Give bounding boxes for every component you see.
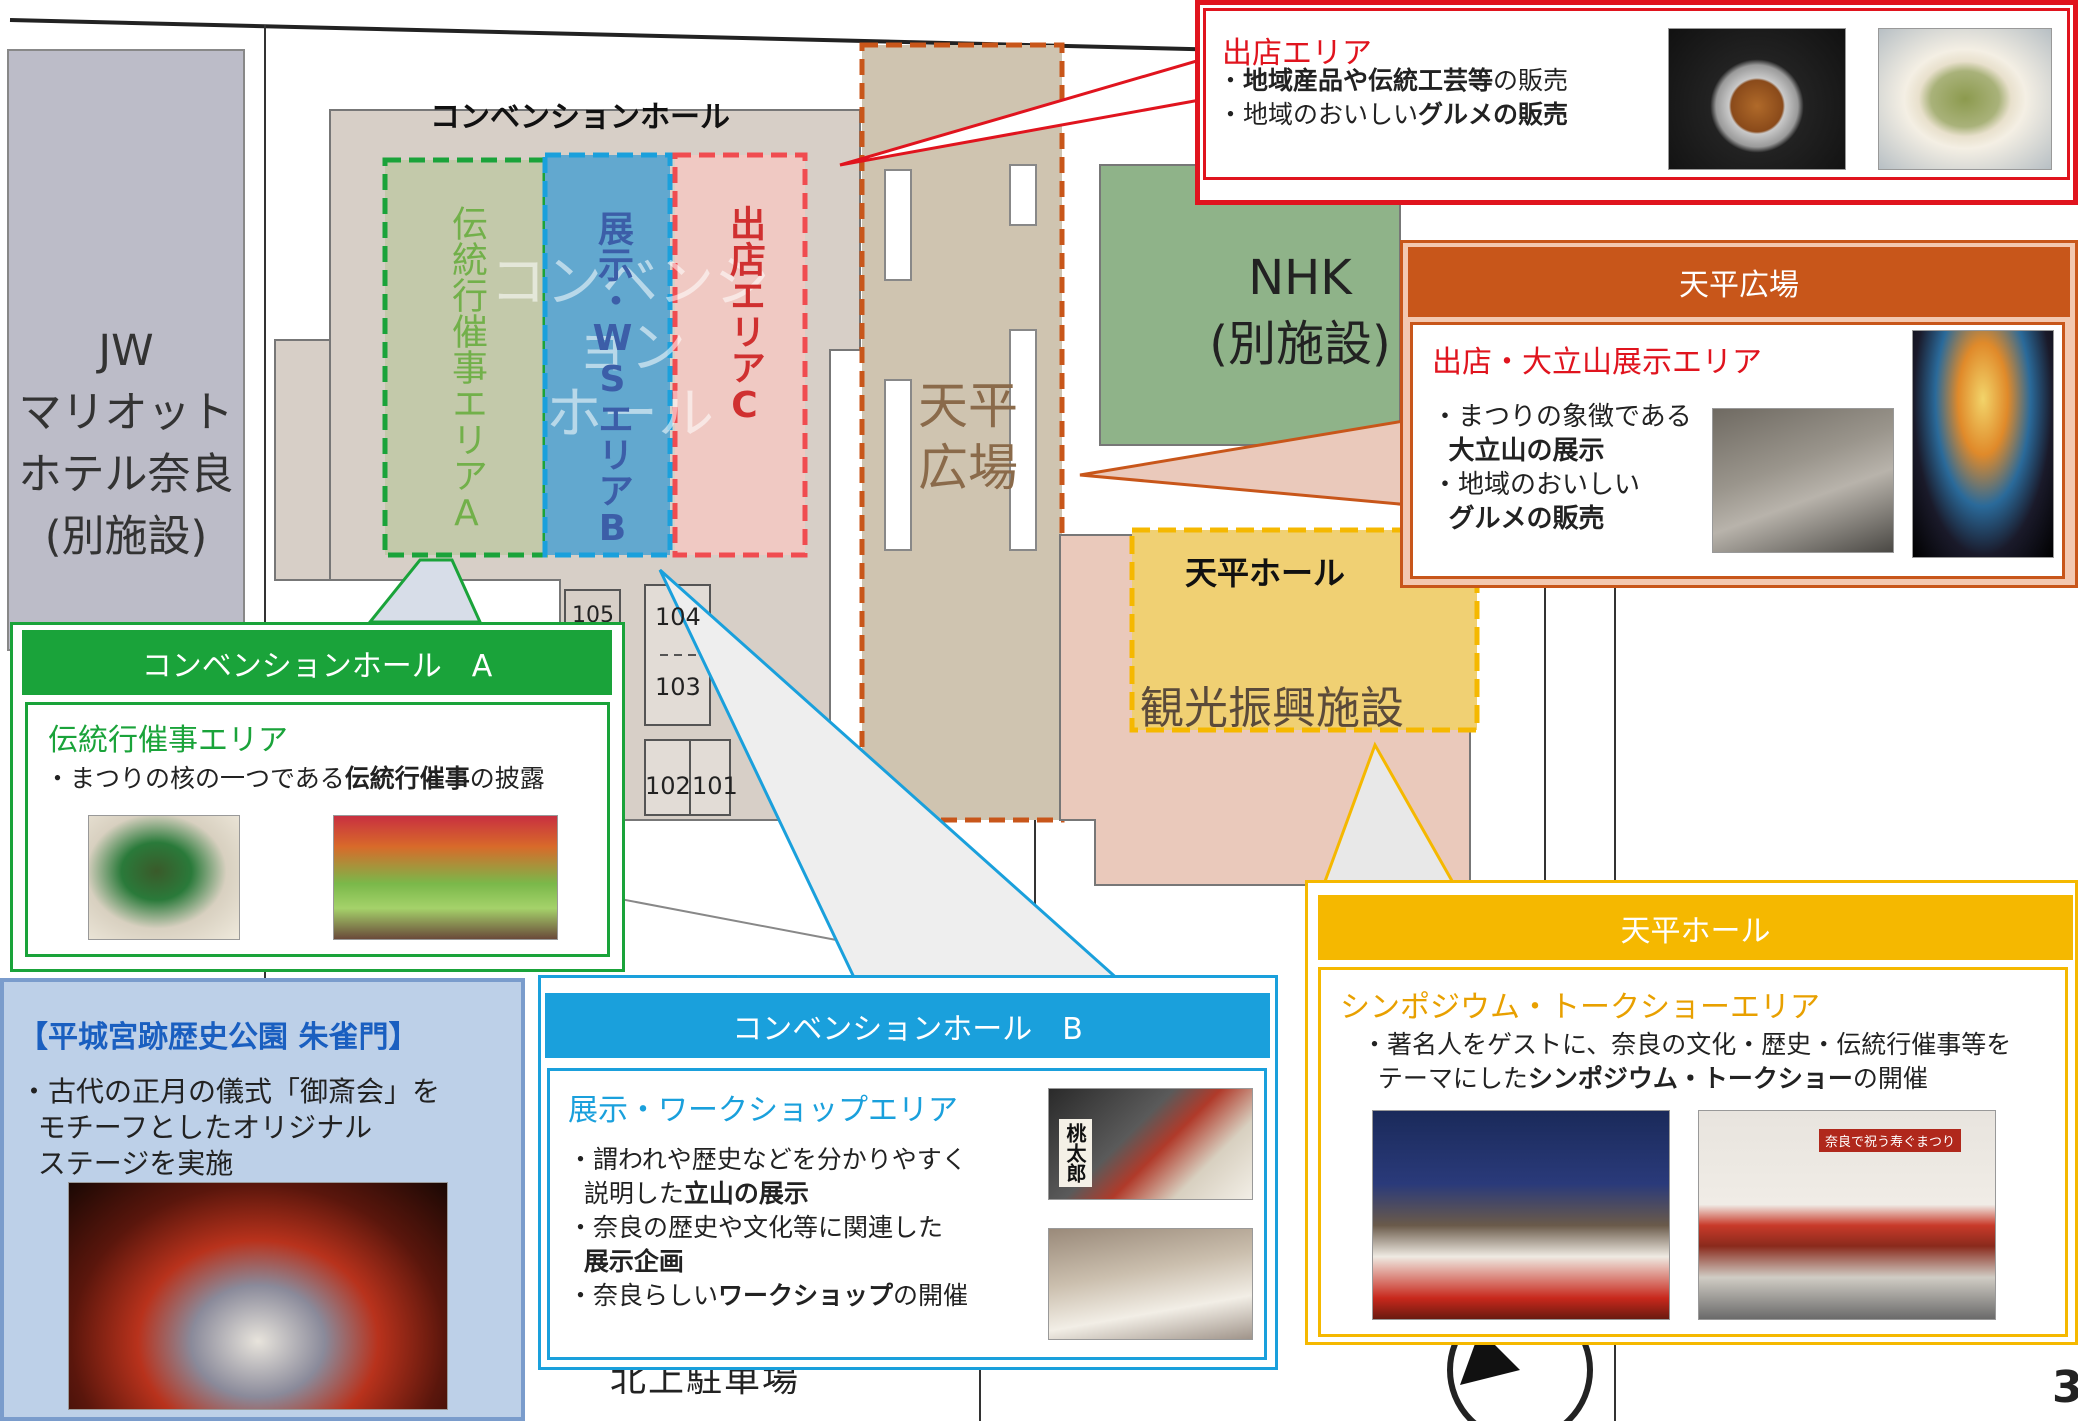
room-101: 101 — [692, 772, 738, 800]
convention-hall-label: コンベンションホール — [430, 100, 730, 135]
hall-b-bullets: ・謂われや歴史などを分かりやすく 説明した立山の展示・奈良の歴史や文化等に関連し… — [568, 1143, 968, 1313]
bullet-line: ・奈良らしいワークショップの開催 — [568, 1281, 969, 1310]
tempyo-hall-header: 天平ホール — [1318, 895, 2073, 960]
bullet-line: ・著名人をゲストに、奈良の文化・歴史・伝統行催事等を — [1362, 1030, 2012, 1059]
tempyo-hall-label: 天平ホール — [1185, 554, 1346, 592]
shop-area-bullets: ・地域産品や伝統工芸等の販売・地域のおいしいグルメの販売 — [1218, 64, 1568, 132]
tempyo-hall-bullets: ・著名人をゲストに、奈良の文化・歴史・伝統行催事等を テーマにしたシンポジウム・… — [1362, 1028, 2011, 1096]
bullet-line: ・謂われや歴史などを分かりやすく — [568, 1145, 967, 1174]
momotaro-sign: 桃太郎 — [1059, 1119, 1092, 1187]
suzakumon-stage-photo — [68, 1182, 448, 1410]
dancers-group-photo — [333, 815, 558, 940]
bullet-line: グルメの販売 — [1448, 504, 1605, 534]
room-103: 103 — [655, 673, 701, 701]
bullet-line: 大立山の展示 — [1448, 436, 1605, 466]
hall-b-title: 展示・ワークショップエリア — [568, 1093, 958, 1128]
area-c-label: 出店エリアC — [724, 205, 765, 426]
bullet-line: 説明した立山の展示 — [568, 1179, 809, 1208]
bullet-line: ・地域のおいしいグルメの販売 — [1218, 100, 1569, 129]
hall-b-header: コンベンションホール B — [545, 993, 1270, 1058]
suzakumon-line-3: ステージを実施 — [20, 1147, 234, 1180]
area-b-label: 展示・WSエリアB — [592, 210, 633, 549]
hall-a-header: コンベンションホール A — [22, 630, 612, 695]
bullet-line: テーマにしたシンポジウム・トークショーの開催 — [1362, 1064, 1928, 1093]
page-number: 3 — [2052, 1362, 2078, 1413]
tempyo-plaza-title: 出店・大立山展示エリア — [1432, 345, 1762, 380]
talkshow-photo: 奈良で祝う寿ぐまつり — [1698, 1110, 1996, 1320]
convention-ghost-label: コンベンション ホール — [490, 250, 770, 447]
gourmet-cooking-photo — [1712, 408, 1894, 553]
tourism-facility-label: 観光振興施設 — [1140, 683, 1404, 734]
momotaro-exhibit-photo: 桃太郎 — [1048, 1088, 1253, 1200]
tempyo-hall-title: シンポジウム・トークショーエリア — [1340, 990, 1820, 1025]
bullet-line: ・まつりの象徴である — [1432, 402, 1692, 432]
suzakumon-line-1: ・古代の正月の儀式「御斎会」を — [20, 1075, 441, 1108]
lion-dance-photo — [88, 815, 240, 940]
bullet-line: 展示企画 — [583, 1247, 684, 1276]
bullet-line: ・奈良の歴史や文化等に関連した — [568, 1213, 944, 1242]
area-a-label: 伝統行催事エリアA — [446, 205, 487, 534]
food-photo-soup — [1878, 28, 2052, 170]
hall-a-title: 伝統行催事エリア — [48, 723, 288, 758]
suzakumon-line-2: モチーフとしたオリジナル — [20, 1111, 373, 1144]
food-photo-rice-pot — [1668, 28, 1846, 170]
bullet-line: ・まつりの核の一つである伝統行催事の披露 — [45, 764, 545, 793]
tempyo-plaza-bullets: ・まつりの象徴である 大立山の展示・地域のおいしい グルメの販売 — [1432, 400, 1692, 536]
talkshow-banner: 奈良で祝う寿ぐまつり — [1819, 1129, 1962, 1152]
room-102: 102 — [645, 772, 691, 800]
shop-area-title: 出店エリア — [1222, 36, 1372, 71]
suzakumon-title: 【平城宮跡歴史公園 朱雀門】 — [18, 1020, 419, 1055]
workshop-photo — [1048, 1228, 1253, 1340]
tempyo-plaza-header: 天平広場 — [1408, 247, 2070, 317]
otatsuyama-figure-photo — [1912, 330, 2054, 558]
hall-a-bullets: ・まつりの核の一つである伝統行催事の披露 — [45, 762, 545, 796]
tempyo-plaza-label: 天平 広場 — [918, 377, 1018, 497]
nhk-label: NHK (別施設) — [1209, 250, 1391, 372]
jw-marriott-label: JW マリオット ホテル奈良 (別施設) — [18, 326, 234, 562]
bullet-line: ・地域のおいしい — [1432, 470, 1641, 500]
room-104: 104 — [655, 603, 701, 631]
bullet-line: ・地域産品や伝統工芸等の販売 — [1218, 66, 1569, 95]
symposium-photo — [1372, 1110, 1670, 1320]
